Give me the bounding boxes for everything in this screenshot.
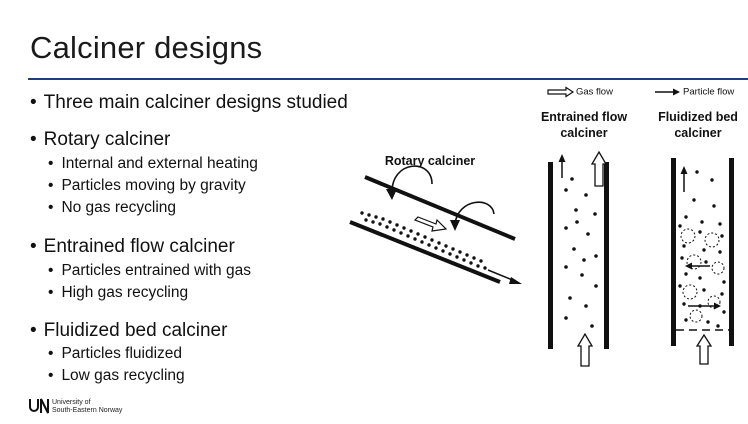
- legend-particle-flow: Particle flow: [653, 86, 734, 98]
- bullet-rotary: Rotary calciner: [30, 129, 171, 151]
- entrained-caption-line1: Entrained flow: [540, 110, 628, 124]
- slide-title: Calciner designs: [30, 30, 263, 65]
- sub-bullet: No gas recycling: [48, 199, 176, 217]
- fluidized-bed-diagram: [671, 158, 734, 365]
- rotary-particle-dots: [360, 211, 487, 270]
- fluidized-caption-line1: Fluidized bed: [658, 110, 738, 124]
- entrained-flow-caption: Entrained flow calciner: [524, 109, 644, 141]
- logo-line2: South-Eastern Norway: [52, 407, 123, 414]
- title-underline: [28, 78, 748, 80]
- sub-bullet: Low gas recycling: [48, 367, 184, 385]
- fluidized-caption-line2: calciner: [674, 126, 722, 140]
- legend-gas-flow: Gas flow: [546, 86, 613, 98]
- sub-bullet: Particles entrained with gas: [48, 262, 251, 280]
- sub-bullet: Particles moving by gravity: [48, 177, 245, 195]
- usn-logo-icon: [29, 398, 49, 414]
- rotary-calciner-caption: Rotary calciner: [384, 154, 476, 168]
- sub-bullet: High gas recycling: [48, 284, 188, 302]
- particle-flow-arrow-icon: [655, 88, 680, 96]
- logo-line1: University of: [52, 399, 91, 406]
- bullet-fluidized: Fluidized bed calciner: [30, 320, 228, 342]
- sub-bullet: Internal and external heating: [48, 155, 257, 173]
- entrained-flow-diagram: [548, 150, 609, 367]
- entrained-caption-line2: calciner: [560, 126, 608, 140]
- bullet-three-designs: Three main calciner designs studied: [30, 92, 348, 114]
- rotary-calciner-diagram: [349, 165, 522, 284]
- legend-gas-flow-label: Gas flow: [576, 86, 613, 98]
- legend-particle-flow-label: Particle flow: [683, 86, 735, 98]
- fluidized-bed-caption: Fluidized bed calciner: [648, 109, 748, 141]
- bullet-entrained: Entrained flow calciner: [30, 236, 235, 258]
- university-name: University of South-Eastern Norway: [52, 399, 122, 415]
- sub-bullet: Particles fluidized: [48, 345, 182, 363]
- gas-flow-arrow-icon: [547, 86, 575, 98]
